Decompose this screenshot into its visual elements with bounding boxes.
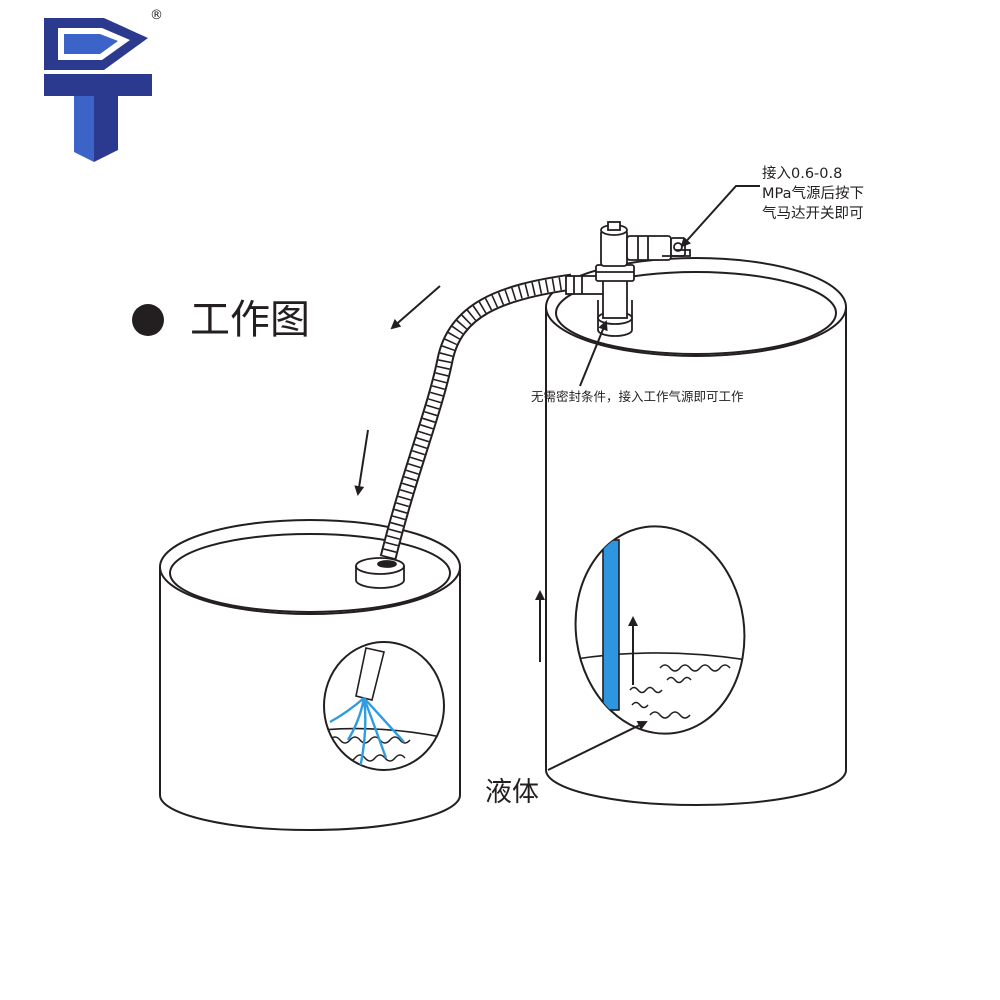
liquid-flow — [329, 697, 405, 769]
pneumatic-pump — [565, 221, 691, 337]
air-source-note: 接入0.6-0.8 MPa气源后按下 气马达开关即可 — [762, 164, 912, 224]
no-seal-note: 无需密封条件，接入工作气源即可工作 — [531, 389, 744, 404]
arrow-down-icon — [354, 429, 369, 496]
flexible-hose — [379, 273, 574, 561]
page-title: 工作图 — [132, 296, 310, 344]
right-tank-window — [569, 525, 758, 735]
suction-tube — [602, 539, 620, 711]
registered-mark: ® — [150, 8, 163, 23]
title-text: 工作图 — [190, 297, 310, 343]
liquid-label: 液体 — [485, 777, 539, 808]
left-tank-window — [323, 641, 445, 771]
arrow-down-left-icon — [390, 285, 441, 330]
leader-lines — [547, 185, 760, 771]
bullet-icon — [132, 304, 164, 336]
company-logo — [44, 18, 152, 162]
air-source-note-line: 气马达开关即可 — [762, 206, 864, 222]
inlet-fitting — [355, 557, 405, 589]
flow-arrows — [354, 285, 545, 662]
air-source-note-line: MPa气源后按下 — [762, 186, 864, 202]
air-source-note-line: 接入0.6-0.8 — [762, 166, 843, 182]
